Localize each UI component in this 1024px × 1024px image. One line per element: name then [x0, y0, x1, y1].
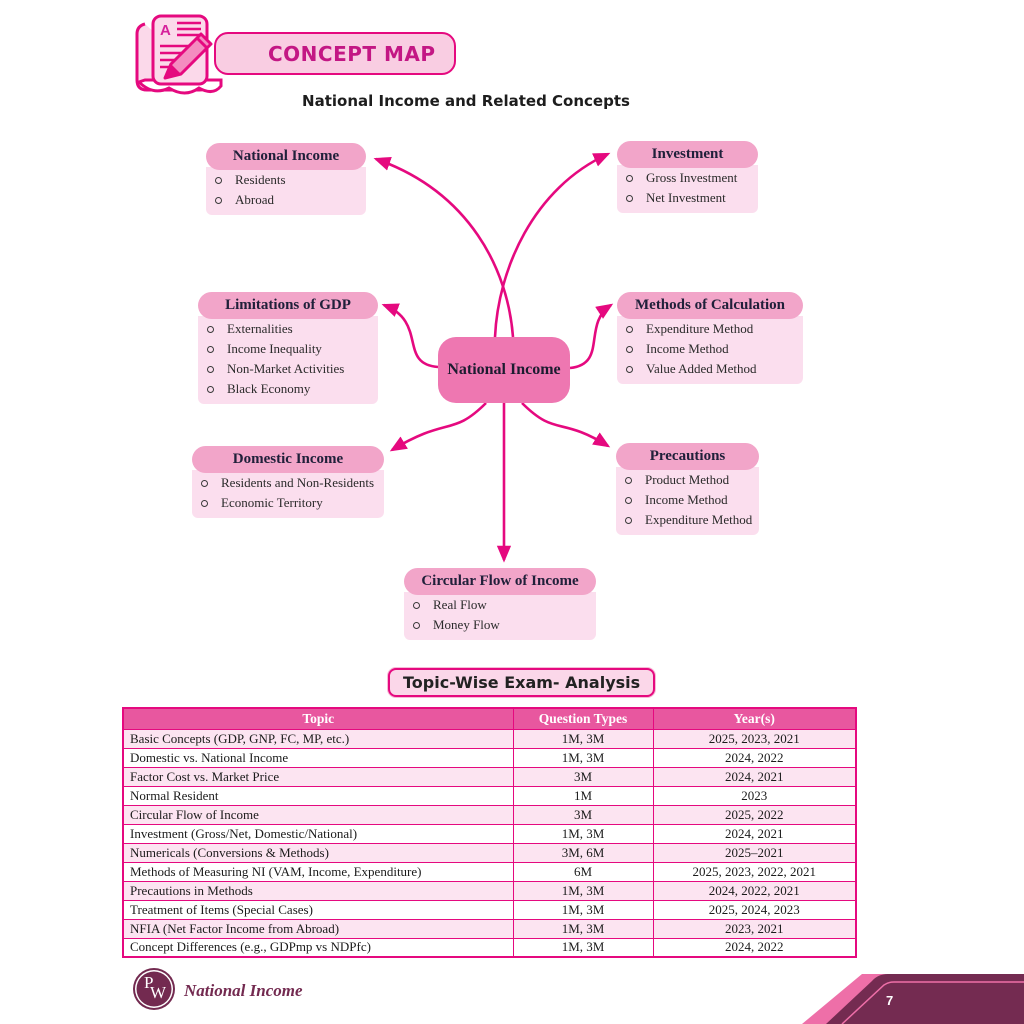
bullet-icon [626, 365, 633, 373]
node-body: Real Flow Money Flow [404, 592, 596, 640]
node-body: Expenditure Method Income Method Value A… [617, 316, 803, 384]
map-node-circular-flow: Circular Flow of Income Real Flow Money … [404, 568, 596, 640]
node-item: Black Economy [198, 379, 378, 399]
bullet-icon [626, 325, 633, 333]
page-subtitle: National Income and Related Concepts [302, 92, 630, 110]
node-item: Residents [206, 170, 366, 190]
exam-analysis-heading: Topic-Wise Exam- Analysis [388, 668, 656, 697]
pencil-icon [163, 32, 213, 80]
bullet-icon [207, 365, 214, 373]
bullet-icon [413, 621, 420, 629]
table-row: NFIA (Net Factor Income from Abroad)1M, … [122, 918, 857, 939]
concept-map-icon: A [131, 10, 229, 107]
node-item: Economic Territory [192, 493, 384, 513]
page-number-badge: 7 [774, 972, 1024, 1024]
page-number: 7 [886, 993, 893, 1008]
bullet-icon [626, 345, 633, 353]
node-item: Net Investment [617, 188, 758, 208]
node-item: Expenditure Method [616, 510, 759, 530]
col-topic: Topic [122, 707, 514, 730]
node-item: Income Inequality [198, 339, 378, 359]
bullet-icon [625, 516, 632, 524]
bullet-icon [413, 601, 420, 609]
exam-analysis-table: Topic Question Types Year(s) Basic Conce… [122, 707, 857, 958]
node-title: Circular Flow of Income [404, 568, 596, 595]
svg-text:A: A [160, 22, 171, 39]
node-title: Precautions [616, 443, 759, 470]
node-item: Gross Investment [617, 168, 758, 188]
map-node-precautions: Precautions Product Method Income Method… [616, 443, 759, 535]
col-years: Year(s) [652, 707, 857, 730]
map-node-investment: Investment Gross Investment Net Investme… [617, 141, 758, 213]
concept-map-banner: CONCEPT MAP [214, 32, 456, 75]
node-item: Product Method [616, 470, 759, 490]
table-row: Numericals (Conversions & Methods)3M, 6M… [122, 842, 857, 863]
concept-map-title: CONCEPT MAP [268, 41, 436, 66]
node-title: Methods of Calculation [617, 292, 803, 319]
node-title: Domestic Income [192, 446, 384, 473]
map-node-limitations-of-gdp: Limitations of GDP Externalities Income … [198, 292, 378, 404]
bullet-icon [207, 385, 214, 393]
map-node-domestic-income: Domestic Income Residents and Non-Reside… [192, 446, 384, 518]
bullet-icon [201, 499, 208, 507]
connector-arrows [373, 152, 614, 563]
map-node-methods-of-calculation: Methods of Calculation Expenditure Metho… [617, 292, 803, 384]
node-title: Investment [617, 141, 758, 168]
col-question-types: Question Types [512, 707, 654, 730]
node-body: Product Method Income Method Expenditure… [616, 467, 759, 535]
table-row: Concept Differences (e.g., GDPmp vs NDPf… [122, 937, 857, 958]
node-body: Externalities Income Inequality Non-Mark… [198, 316, 378, 404]
footer-chapter-title: National Income [184, 981, 303, 1000]
bullet-icon [207, 325, 214, 333]
map-node-national-income: National Income Residents Abroad [206, 143, 366, 215]
bullet-icon [201, 479, 208, 487]
node-item: Residents and Non-Residents [192, 473, 384, 493]
bullet-icon [626, 174, 633, 182]
node-title: Limitations of GDP [198, 292, 378, 319]
table-row: Methods of Measuring NI (VAM, Income, Ex… [122, 861, 857, 882]
node-item: Money Flow [404, 615, 596, 635]
node-item: Externalities [198, 319, 378, 339]
node-item: Income Method [617, 339, 803, 359]
node-title: National Income [206, 143, 366, 170]
node-item: Value Added Method [617, 359, 803, 379]
node-body: Residents Abroad [206, 167, 366, 215]
node-item: Real Flow [404, 595, 596, 615]
bullet-icon [625, 496, 632, 504]
mind-map: National Income National Income Resident… [0, 130, 1024, 655]
node-item: Non-Market Activities [198, 359, 378, 379]
node-body: Residents and Non-Residents Economic Ter… [192, 470, 384, 518]
table-row: Investment (Gross/Net, Domestic/National… [122, 823, 857, 844]
center-node: National Income [438, 337, 570, 403]
bullet-icon [215, 176, 222, 184]
pw-logo: P W [135, 970, 173, 1008]
node-item: Abroad [206, 190, 366, 210]
table-header-row: Topic Question Types Year(s) [122, 707, 857, 730]
bullet-icon [215, 196, 222, 204]
table-row: Basic Concepts (GDP, GNP, FC, MP, etc.)1… [122, 728, 857, 749]
bullet-icon [207, 345, 214, 353]
bullet-icon [626, 194, 633, 202]
node-body: Gross Investment Net Investment [617, 165, 758, 213]
node-item: Expenditure Method [617, 319, 803, 339]
node-item: Income Method [616, 490, 759, 510]
table-row: Treatment of Items (Special Cases)1M, 3M… [122, 899, 857, 920]
bullet-icon [625, 476, 632, 484]
